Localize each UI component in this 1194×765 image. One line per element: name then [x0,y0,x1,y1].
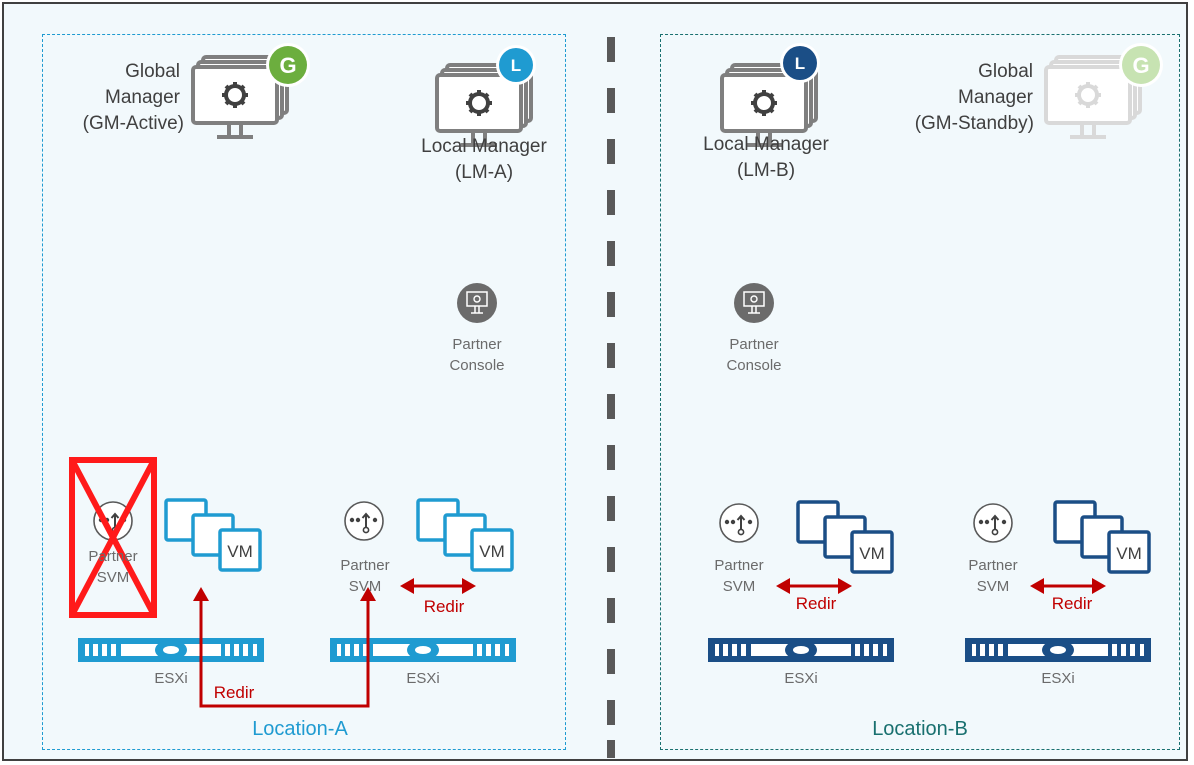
esxi-label: ESXi [784,670,818,687]
vm-stack-icon [1053,500,1151,574]
failed-svm-mark [69,457,157,618]
cross-host-redirect-arrow [199,598,370,708]
lm-b-badge [780,43,820,83]
lm-a-badge-letter: L [511,56,521,75]
redir-label: Redir [1051,594,1093,613]
partner-console-label-line2: Console [449,357,505,374]
lm-a-label-line2: (LM-A) [454,162,514,183]
partner-svm-label-line1: Partner [968,557,1018,574]
location-b-box [660,34,1180,750]
location-a-box [42,34,566,750]
location-b-title: Location-B [872,718,968,740]
partner-svm-label-line1: Partner [714,557,764,574]
partner-console-icon [456,282,498,324]
partner-svm-icon [719,503,759,543]
location-divider [607,37,615,758]
partner-svm-label-line2: SVM [96,569,130,586]
vm-stack-icon [416,498,514,572]
local-redirect-arrow [776,578,852,594]
gm-standby-label: Global Manager [950,59,1033,111]
gm-standby-label-line3: (GM-Standby) [914,113,1034,134]
esxi-label: ESXi [1041,670,1075,687]
gm-standby-badge-letter: G [1132,53,1149,78]
esxi-host-icon [330,638,516,662]
partner-svm-label: Partner SVM [955,555,1031,597]
gm-active-label-line2: Manager [105,87,180,108]
esxi-host-icon [708,638,894,662]
partner-svm-icon [344,501,384,541]
gm-standby-badge [1119,43,1163,87]
lm-a-label-line1: Local Manager [421,136,547,157]
vm-label: VM [227,542,253,561]
gm-standby-label-line1: Global [978,61,1033,82]
lm-b-label: Local Manager (LM-B) [686,132,846,184]
vm-label: VM [479,542,505,561]
partner-svm-label-line2: SVM [722,578,756,595]
partner-svm-label-line2: SVM [348,578,382,595]
lm-b-label-line2: (LM-B) [736,160,796,181]
esxi-host-icon [965,638,1151,662]
partner-svm-label-line1: Partner [88,548,138,565]
partner-console-label-line2: Console [726,357,782,374]
partner-console-label-line1: Partner [729,336,779,353]
gm-active-label-line1: Global [125,61,180,82]
gm-active-label-line3: (GM-Active) [82,113,184,134]
partner-svm-label: Partner SVM [701,555,777,597]
location-a-title: Location-A [252,718,348,740]
lm-b-badge-letter: L [795,54,805,73]
vm-stack-icon [164,498,262,572]
partner-svm-icon [973,503,1013,543]
partner-console-label: Partner Console [714,334,794,376]
partner-svm-label: Partner SVM [76,546,150,588]
partner-console-label: Partner Console [437,334,517,376]
esxi-label: ESXi [154,670,188,687]
arrowheads [193,587,376,601]
lm-a-label: Local Manager (LM-A) [404,134,564,186]
esxi-label: ESXi [406,670,440,687]
partner-console-icon [733,282,775,324]
partner-svm-label: Partner SVM [327,555,403,597]
partner-console-label-line1: Partner [452,336,502,353]
gm-standby-label-line2: Manager [958,87,1033,108]
local-redirect-arrow [1030,578,1106,594]
lm-a-badge [496,45,536,85]
vm-stack-icon [796,500,894,574]
gm-active-badge [266,43,310,87]
cross-host-redir-label: Redir [213,683,255,702]
lm-b-label-line1: Local Manager [703,134,829,155]
partner-svm-label-line1: Partner [340,557,390,574]
redir-label: Redir [423,597,465,616]
vm-label: VM [1116,544,1142,563]
vm-label: VM [859,544,885,563]
gm-active-label: Global Manager [100,59,180,111]
redir-label: Redir [795,594,837,613]
esxi-host-icon [78,638,264,662]
partner-svm-label-line2: SVM [976,578,1010,595]
local-redirect-arrow [400,578,476,594]
gm-active-badge-letter: G [279,53,296,78]
